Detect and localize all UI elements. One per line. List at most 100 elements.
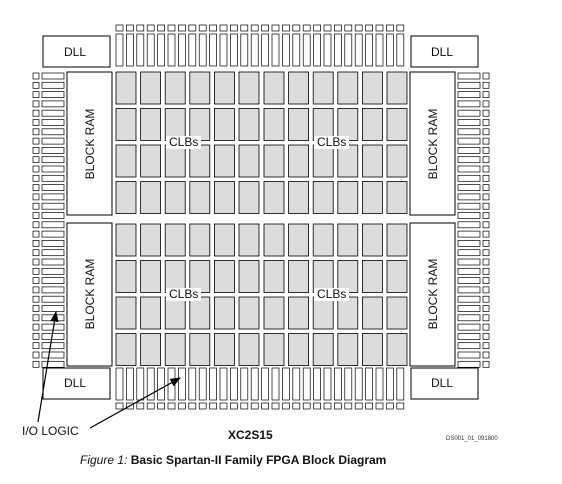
block-ram-upper-left [66,71,113,216]
io-pad [457,230,481,238]
io-pad [41,295,65,303]
io-pad [482,230,490,238]
io-pad [32,212,40,219]
io-pad [32,277,40,284]
clb-cell [386,181,408,214]
clb-cell [361,144,383,178]
io-pad [136,24,145,32]
io-pad [292,24,301,32]
clb-cell [337,333,359,366]
clb-cell [337,223,359,257]
clb-cell [189,181,211,214]
io-pad [115,24,124,32]
io-pad [482,267,490,275]
io-pad [41,258,65,266]
io-pad [126,24,134,32]
figure-number: Figure 1: [80,453,128,467]
clb-cell [238,181,260,214]
io-pad [375,367,384,401]
io-logic-arrows [37,310,182,429]
clb-cell [312,144,334,178]
io-pad [41,333,65,340]
io-pad [457,286,481,294]
clb-cell [288,181,310,214]
dll-bottom-right [410,367,479,400]
io-pad [32,314,40,322]
clb-cell [115,144,137,178]
io-pad [302,367,311,401]
clb-cell [337,71,359,105]
io-pad [482,323,490,331]
io-pad [457,351,481,359]
io-pad [457,333,481,340]
io-pad [41,230,65,238]
io-pad [323,24,332,32]
clb-cell [189,296,211,330]
io-pad [188,402,197,410]
io-pad [292,402,301,410]
clb-cell [386,144,408,178]
clb-cell [386,296,408,330]
clb-cell [238,296,260,330]
io-pad [482,147,490,154]
io-pad [146,24,155,32]
block-ram-label-upper-right: BLOCK RAM [426,108,440,180]
io-pad [396,33,405,67]
io-pad [157,33,165,67]
clb-cell [386,108,408,141]
io-pad [482,81,490,89]
io-pad [482,295,490,303]
clb-cell [115,223,137,257]
io-pad [457,174,481,182]
io-pad [482,333,490,340]
clb-cell [288,296,310,330]
io-pad [41,212,65,219]
io-pad [178,33,186,67]
io-pad [209,24,217,32]
io-pad [482,351,490,359]
io-pad [482,258,490,266]
io-pad [482,342,490,350]
io-pad [482,156,490,164]
io-pad [375,24,384,32]
clb-cell [386,223,408,257]
io-pad [313,367,321,401]
dll-label-top-left: DLL [64,45,87,59]
clb-cell [189,223,211,257]
io-pad [146,33,155,67]
clb-cell [213,144,235,178]
io-pad [365,24,373,32]
io-pad [230,24,238,32]
io-pad [178,402,186,410]
clb-cell [312,296,334,330]
io-pad [41,128,65,136]
io-pad [41,184,65,191]
clb-cell [140,296,162,330]
io-pad [32,156,40,164]
clb-cell [337,144,359,178]
io-pad [457,212,481,219]
clb-cell [164,296,186,330]
io-pad [482,100,490,108]
io-pads-left [32,72,65,368]
io-pad [354,402,363,410]
io-pad [32,119,40,126]
clb-cell [189,333,211,366]
clb-cell [238,223,260,257]
io-pad [41,249,65,257]
io-pad [32,221,40,229]
io-pad [230,33,238,67]
clb-cell [164,223,186,257]
io-pad [198,367,207,401]
io-pad [32,333,40,340]
io-pad [302,33,311,67]
clb-cell [263,144,285,178]
clb-cell [361,260,383,293]
io-pad [188,33,197,67]
io-pad [41,240,65,247]
io-pad [209,402,217,410]
io-pad [41,81,65,89]
io-pad [482,91,490,98]
io-logic-label: I/O LOGIC [22,424,79,438]
io-pad [396,367,405,401]
